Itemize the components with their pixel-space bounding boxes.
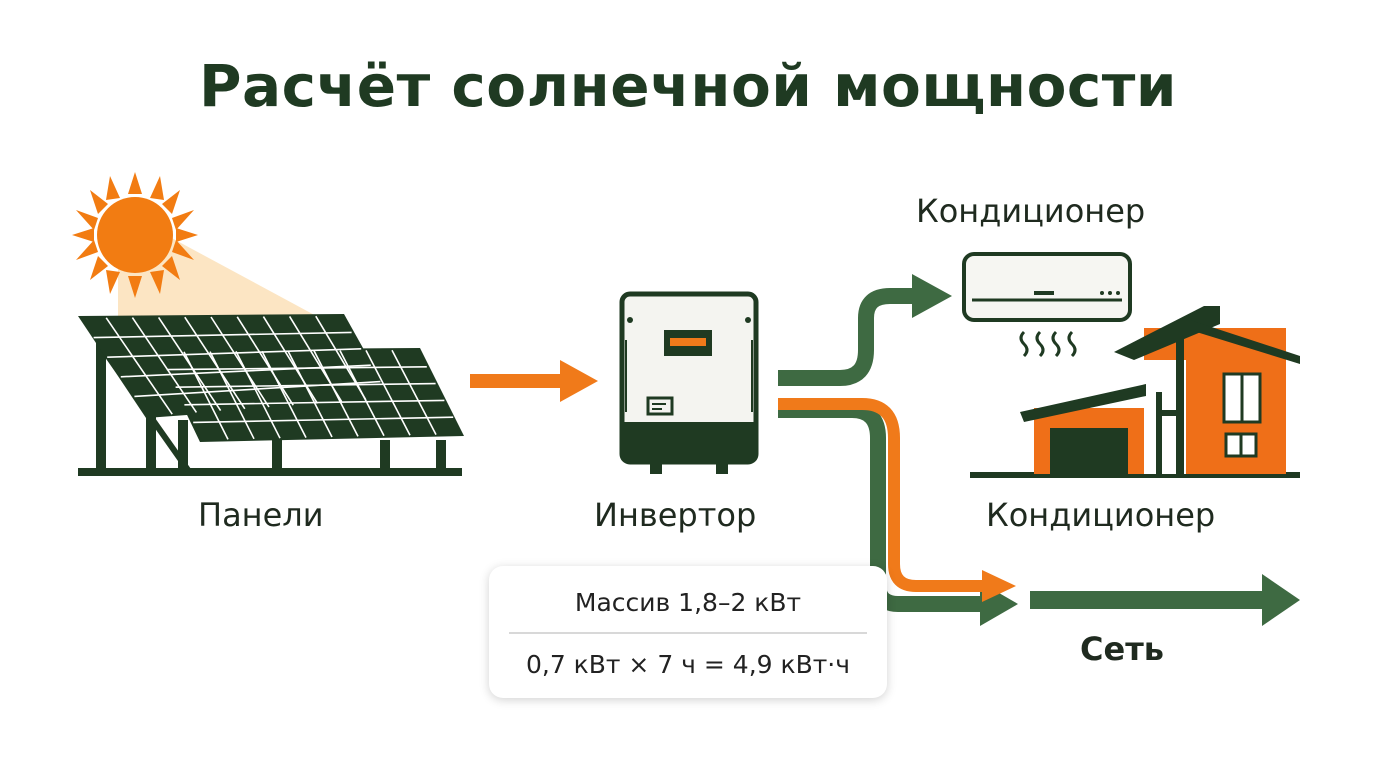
panel-cell-line	[235, 351, 281, 439]
air-conditioner-icon	[962, 252, 1132, 358]
panel-cell-line	[262, 316, 319, 404]
flow-orange	[778, 398, 984, 592]
panel-cell-line	[166, 366, 427, 371]
panel-cell-line	[184, 399, 445, 406]
panel-cell-line	[193, 416, 454, 424]
energy-calculation-text: 0,7 кВт × 7 ч = 4,9 кВт·ч	[525, 650, 851, 679]
panel-cell-line	[184, 316, 246, 410]
panel-cell-line	[107, 348, 362, 358]
label-ac-top: Кондиционер	[916, 192, 1146, 230]
flow-green-down	[778, 402, 984, 612]
label-house: Кондиционер	[986, 496, 1216, 534]
panel-cell-line	[391, 349, 437, 435]
panel-cell-line	[105, 317, 173, 415]
panel-cell-line	[131, 317, 198, 413]
array-capacity-text: Массив 1,8–2 кВт	[574, 588, 802, 617]
panel-cell-line	[236, 316, 294, 406]
panel-cell-line	[365, 350, 411, 436]
panel-cell-line	[339, 350, 385, 437]
panel-cell-line	[134, 380, 381, 398]
arrow-icon	[470, 360, 598, 402]
panel-cell-line	[93, 331, 352, 339]
sun-icon	[72, 172, 198, 298]
panel-cell-line	[209, 351, 255, 440]
grid-arrow-icon	[1030, 574, 1300, 626]
panel-cell-line	[175, 382, 436, 388]
panel-cell-line	[261, 350, 307, 438]
house-icon	[970, 306, 1300, 478]
solar-panel-icon	[78, 314, 464, 476]
label-grid: Сеть	[1080, 630, 1164, 668]
calculation-card: Массив 1,8–2 кВт 0,7 кВт × 7 ч = 4,9 кВт…	[489, 566, 887, 698]
panel-cell-line	[210, 316, 270, 408]
label-inverter: Инвертор	[594, 496, 757, 534]
flow-to-ac	[778, 288, 916, 386]
inverter-icon	[619, 291, 759, 474]
sun-beam	[118, 236, 320, 318]
divider	[509, 632, 867, 634]
label-panels: Панели	[198, 496, 324, 534]
panel-cell-line	[183, 351, 229, 440]
panel-cell-line	[287, 350, 333, 438]
panel-cell-line	[313, 350, 359, 437]
page-title: Расчёт солнечной мощности	[198, 52, 1178, 120]
